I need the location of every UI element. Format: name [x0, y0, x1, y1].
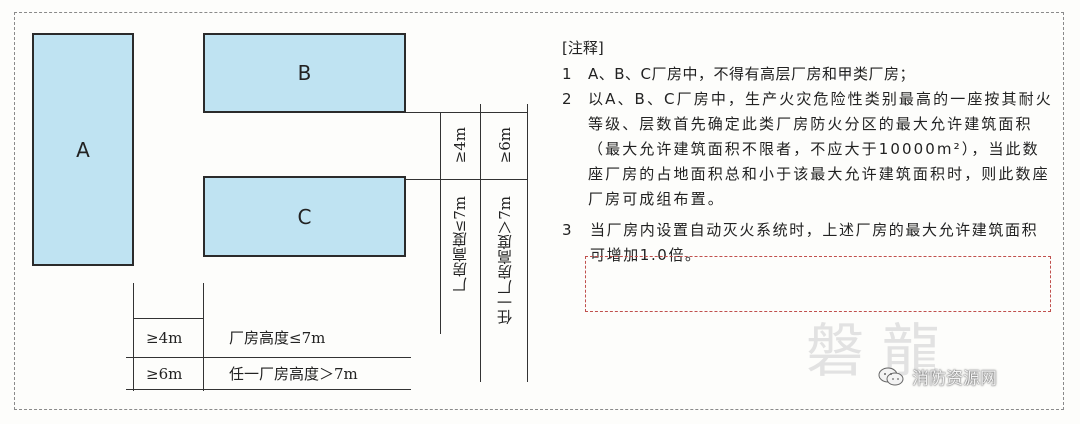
watermark-badge: 消防资源网 [878, 364, 997, 389]
dim-tick-2 [527, 104, 528, 382]
dim-line-top [406, 112, 528, 113]
building-c: C [203, 176, 406, 257]
dim-label-vertical-height-le: 厂房高度≤7m [451, 196, 469, 293]
dim-label-vertical-lower: ≥6m [496, 127, 514, 164]
figure-frame [14, 12, 1064, 410]
note-item-3: 3 当厂房内设置自动灭火系统时，上述厂房的最大允许建筑面积可增加1.0倍。 [562, 218, 1054, 268]
note-text: A、B、C厂房中，不得有高层厂房和甲类厂房； [588, 65, 916, 83]
building-b: B [203, 33, 406, 113]
notes-header: [注释] [562, 39, 604, 57]
dim-tick-1 [480, 104, 481, 382]
note-item-2: 2 以A、B、C厂房中，生产火灾危险性类别最高的一座按其耐火等级、层数首先确定此… [562, 87, 1054, 212]
dim-label-horizontal-height-gt: 任一厂房高度＞7m [229, 365, 358, 383]
note-item-1: 1 A、B、C厂房中，不得有高层厂房和甲类厂房； [562, 62, 1054, 87]
building-c-label: C [297, 204, 312, 229]
dim-label-horizontal-height-le: 厂房高度≤7m [229, 329, 326, 347]
watermark-logo: 磐龍 [806, 317, 959, 385]
building-a: A [32, 33, 134, 266]
dim-line-mid-1 [126, 357, 411, 358]
dim-label-vertical-upper: ≥4m [451, 127, 469, 164]
dim-label-vertical-height-gt: 任一厂房高度＞7m [496, 196, 514, 325]
dim-line-left [133, 283, 134, 391]
note-text: 以A、B、C厂房中，生产火灾危险性类别最高的一座按其耐火等级、层数首先确定此类厂… [588, 90, 1053, 208]
dim-line-inner [133, 318, 203, 319]
note-text: 当厂房内设置自动灭火系统时，上述厂房的最大允许建筑面积可增加1.0倍。 [590, 221, 1039, 264]
dim-label-horizontal-lower: ≥6m [146, 365, 183, 383]
building-a-label: A [76, 137, 90, 162]
dim-tick-inner [440, 112, 441, 334]
note-number: 1 [562, 65, 572, 83]
dim-line-right [203, 283, 204, 391]
note-number: 3 [562, 221, 572, 239]
watermark-badge-text: 消防资源网 [912, 369, 997, 389]
dim-line-mid-2 [126, 389, 411, 390]
notes-panel: [注释] 1 A、B、C厂房中，不得有高层厂房和甲类厂房； 2 以A、B、C厂房… [562, 36, 1054, 268]
dim-label-horizontal-upper: ≥4m [146, 329, 183, 347]
wechat-icon [878, 367, 904, 387]
note-number: 2 [562, 90, 572, 108]
building-b-label: B [297, 61, 312, 85]
note-3-highlight-box [585, 256, 1051, 312]
dim-line-bottom [406, 179, 528, 180]
